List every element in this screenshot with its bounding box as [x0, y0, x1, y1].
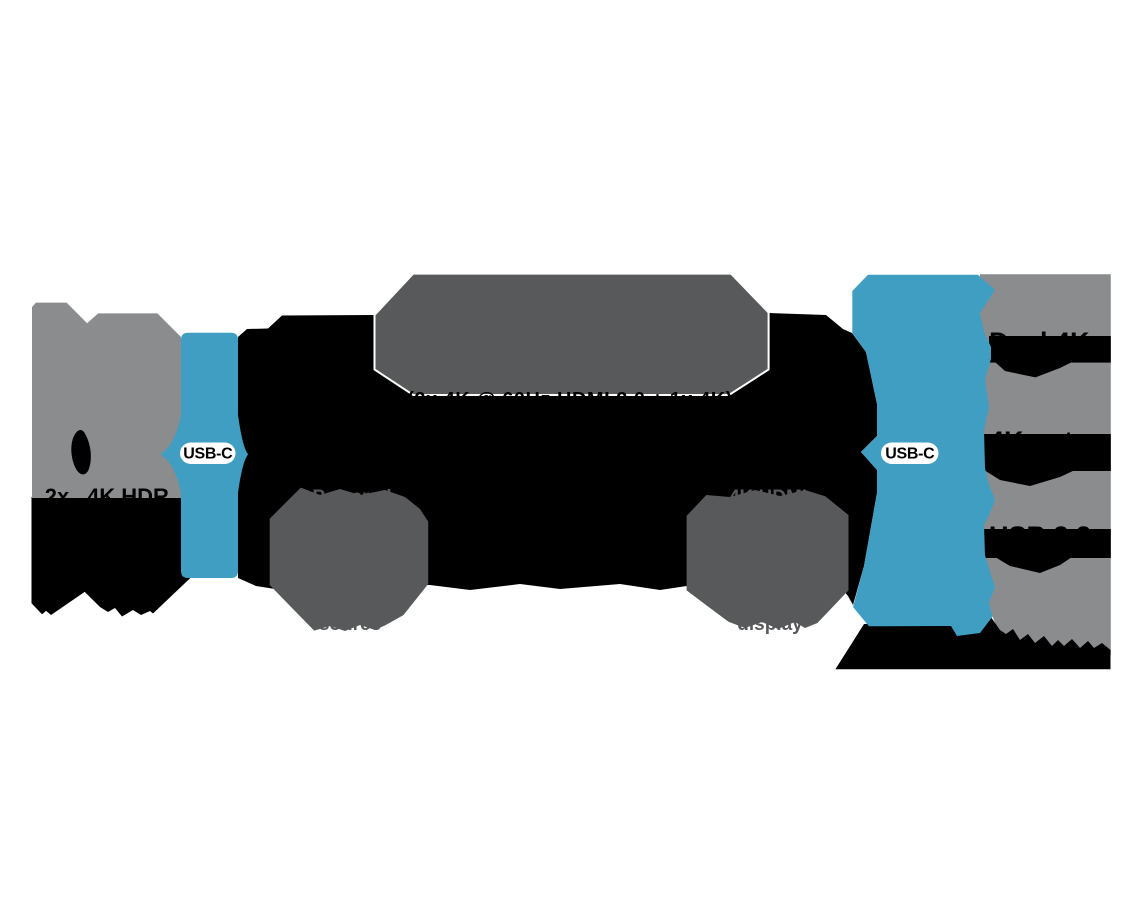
svg-text:USB 3.2: USB 3.2	[989, 521, 1091, 551]
svg-text:USB-C: USB-C	[885, 446, 935, 463]
svg-text:display: display	[737, 614, 803, 635]
svg-text:Powered: Powered	[312, 487, 391, 508]
svg-text:4K out: 4K out	[989, 426, 1073, 456]
svg-text:(2x 4K @ 60Hz HDMI 2.0 + 1x 4K: (2x 4K @ 60Hz HDMI 2.0 + 1x 4K)	[407, 389, 733, 411]
svg-text:4K HDMI: 4K HDMI	[729, 487, 807, 508]
svg-text:2x: 2x	[45, 484, 70, 509]
svg-text:USB-C: USB-C	[183, 446, 233, 463]
svg-text:4K HDR: 4K HDR	[87, 484, 169, 509]
svg-text:Dual 4K: Dual 4K	[989, 327, 1090, 357]
svg-text:source: source	[319, 614, 381, 635]
